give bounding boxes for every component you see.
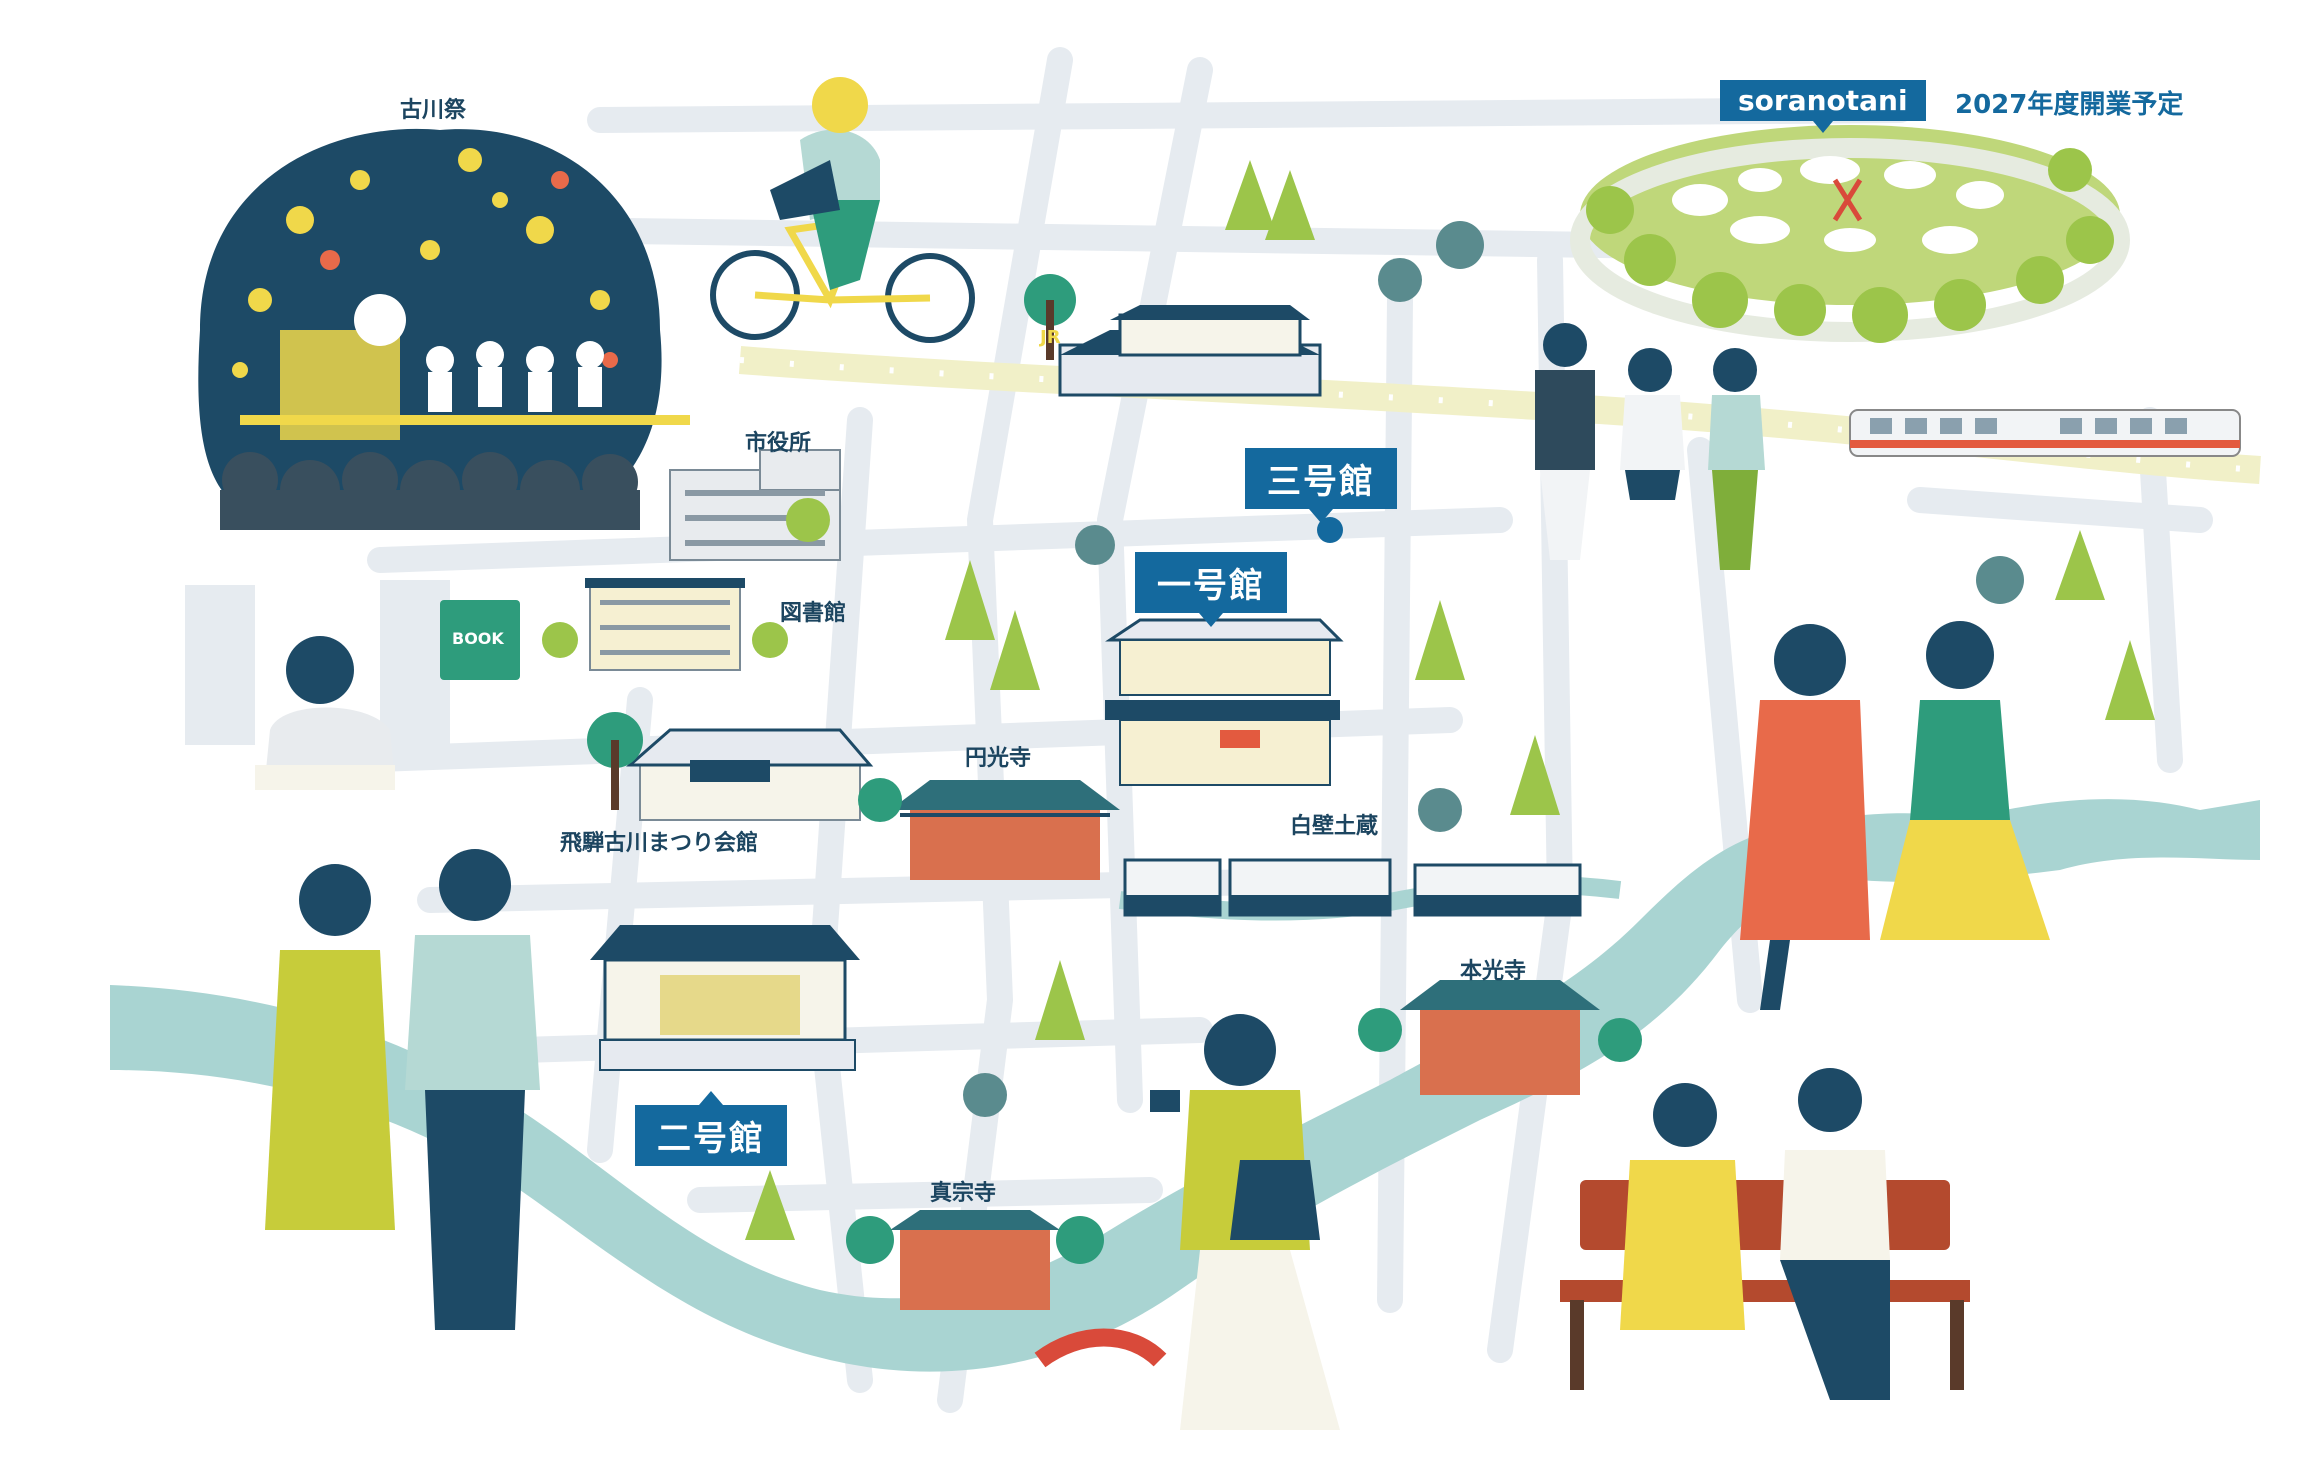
label-library: 図書館 (780, 601, 847, 626)
festival-hall-building (587, 712, 874, 821)
building-1-tag[interactable]: 一号館 (1135, 552, 1287, 627)
jr-sign: JR (1038, 327, 1061, 348)
book-sign: BOOK (452, 629, 504, 648)
bench-couple-illustration (1560, 1068, 1970, 1400)
shirakabe-storehouses (1123, 858, 1582, 917)
label-festival-hall: 飛騨古川まつり会館 (560, 831, 759, 856)
building-3-location-dot (1317, 517, 1343, 543)
festival-scene (198, 128, 690, 530)
trees (745, 160, 2155, 1240)
building-2-illustration (590, 925, 860, 1071)
shinshuji-temple (846, 1210, 1167, 1368)
label-honkoji: 本光寺 (1460, 959, 1527, 984)
students-illustration (1535, 323, 1765, 570)
label-furukawa-festival: 古川祭 (400, 98, 467, 123)
enkoji-temple (858, 778, 1120, 880)
label-shinshuji: 真宗寺 (930, 1181, 997, 1206)
label-enkoji: 円光寺 (965, 746, 1032, 771)
building-3-tag[interactable]: 三号館 (1245, 448, 1397, 523)
couple-illustration (265, 849, 540, 1330)
reading-person-illustration (185, 580, 520, 790)
river (110, 799, 2260, 1372)
train (1849, 409, 2241, 457)
soranotani-tag[interactable]: soranotani (1720, 80, 1926, 133)
photographer-illustration (1150, 1014, 1340, 1430)
soranotani-illustration (1570, 125, 2130, 343)
label-city-hall: 市役所 (745, 431, 812, 456)
library-building (542, 578, 788, 671)
building-1-illustration (1105, 618, 1344, 786)
building-2-tag[interactable]: 二号館 (635, 1091, 787, 1166)
walking-women-illustration (1740, 621, 2050, 1010)
cyclist-illustration (710, 77, 975, 343)
jr-station (1024, 274, 1322, 397)
city-hall-building (669, 449, 841, 561)
soranotani-opening-note: 2027年度開業予定 (1955, 90, 2184, 120)
honkoji-temple (1358, 980, 1642, 1095)
label-shirakabe: 白壁土蔵 (1290, 814, 1379, 839)
